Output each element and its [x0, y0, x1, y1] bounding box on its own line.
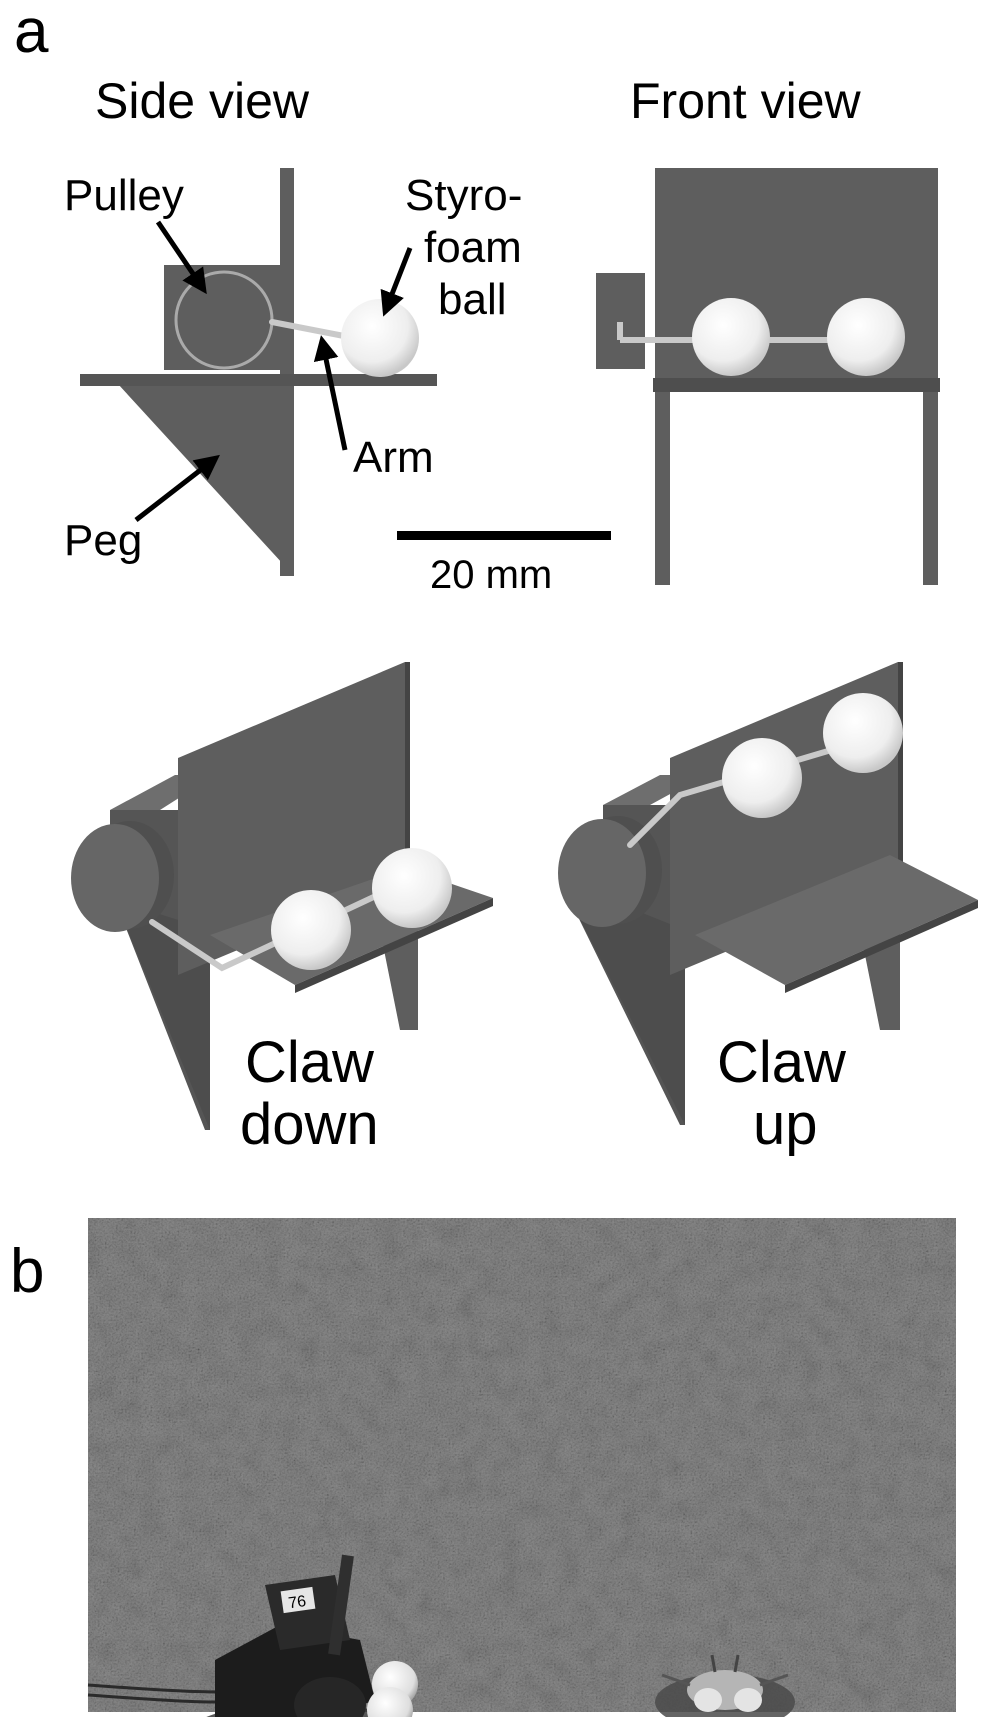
- claw-up-line2: up: [753, 1092, 818, 1157]
- front-view-drawing: [596, 168, 940, 585]
- cd-back-plate-edge: [405, 662, 410, 880]
- sand-shading: [88, 1218, 956, 1712]
- claw-down-line1: Claw: [245, 1030, 375, 1095]
- scale-bar: [397, 531, 611, 540]
- label-arm: Arm: [353, 433, 434, 482]
- shelf: [80, 374, 437, 386]
- crab: [661, 1654, 789, 1712]
- sand-photo: 76: [87, 1218, 956, 1717]
- cd-arm: [149, 877, 413, 972]
- label-peg: Peg: [64, 516, 142, 565]
- cu-pulley-drum: [558, 819, 646, 927]
- cd-ball-1: [271, 890, 351, 970]
- claw-up-drawing: [558, 662, 978, 1125]
- cd-ball-2: [372, 848, 452, 928]
- front-leg-left: [655, 392, 670, 585]
- label-styrofoam-3: ball: [438, 275, 507, 324]
- cu-shelf: [695, 855, 978, 985]
- front-ball-1: [692, 298, 770, 376]
- front-pulley-box: [596, 273, 645, 369]
- front-shelf: [653, 378, 940, 392]
- cu-arm: [627, 737, 868, 848]
- device-tag-label: 76: [287, 1593, 307, 1612]
- label-styrofoam-2: foam: [424, 223, 522, 272]
- cd-pulley-drum: [71, 824, 159, 932]
- arrow-pulley: [155, 220, 207, 295]
- peg: [118, 384, 294, 576]
- claw-down-line2: down: [240, 1092, 379, 1157]
- crab-claw-right: [734, 1688, 762, 1712]
- front-view-title: Front view: [630, 73, 862, 129]
- panel-b-letter: b: [10, 1237, 44, 1306]
- crab-eye-left: [710, 1654, 717, 1673]
- panel-a-letter: a: [14, 0, 49, 66]
- pulley-housing: [164, 265, 280, 370]
- crab-leg-2: [759, 1673, 789, 1687]
- crab-claw-left: [694, 1688, 722, 1712]
- front-leg-right: [923, 392, 938, 585]
- front-ball-2: [827, 298, 905, 376]
- cd-leg: [380, 930, 418, 1030]
- claw-up-line1: Claw: [717, 1030, 847, 1095]
- scale-bar-label: 20 mm: [430, 553, 552, 597]
- device-tag: [280, 1586, 316, 1614]
- side-view-title: Side view: [95, 73, 310, 129]
- cu-back-plate-edge: [898, 662, 903, 880]
- robot-pulley: [294, 1677, 366, 1717]
- arrow-styrofoam: [380, 247, 413, 317]
- cu-peg-face: [560, 880, 685, 1125]
- arrow-arm: [313, 335, 348, 451]
- side-view-drawing: [80, 168, 437, 576]
- arrow-peg: [134, 454, 220, 522]
- cu-ball-2: [823, 693, 903, 773]
- photo-ball-2: [367, 1687, 413, 1717]
- crab-leg-1: [661, 1673, 691, 1687]
- crab-eye-right: [733, 1654, 740, 1673]
- styrofoam-ball: [341, 299, 419, 377]
- cd-shelf-edge: [295, 898, 493, 993]
- label-styrofoam-1: Styro-: [405, 171, 522, 220]
- robot-plate: [328, 1554, 354, 1656]
- claw-down-drawing: [71, 662, 493, 1130]
- label-pulley: Pulley: [64, 171, 184, 220]
- cu-shelf-edge: [785, 900, 978, 993]
- cu-ball-1: [722, 738, 802, 818]
